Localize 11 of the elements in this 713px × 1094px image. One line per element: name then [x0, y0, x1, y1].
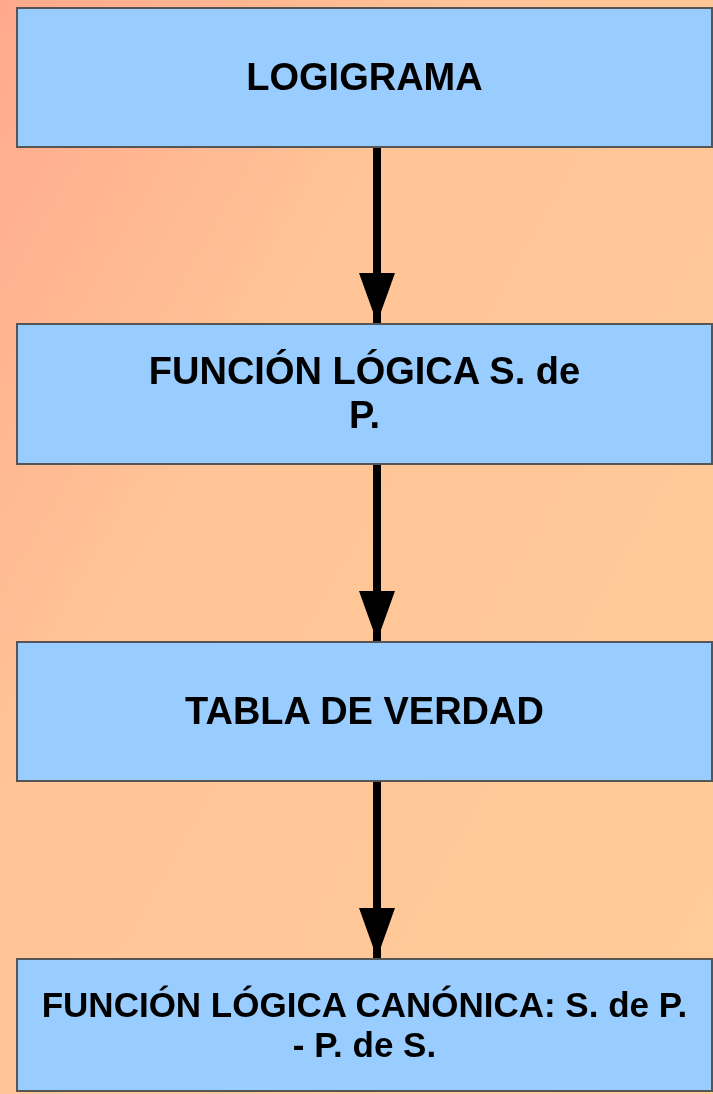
- arrow: [359, 148, 395, 323]
- box-label: FUNCIÓN LÓGICA S. de P.: [147, 350, 582, 438]
- box-label: TABLA DE VERDAD: [185, 689, 544, 734]
- process-box: [16, 7, 713, 148]
- arrow: [359, 465, 395, 641]
- process-box: [16, 641, 713, 782]
- box-label: LOGIGRAMA: [246, 55, 483, 100]
- process-box: [16, 323, 713, 465]
- arrow: [359, 782, 395, 958]
- process-box: [16, 958, 713, 1092]
- box-label: FUNCIÓN LÓGICA CANÓNICA: S. de P. - P. de S.: [40, 984, 689, 1066]
